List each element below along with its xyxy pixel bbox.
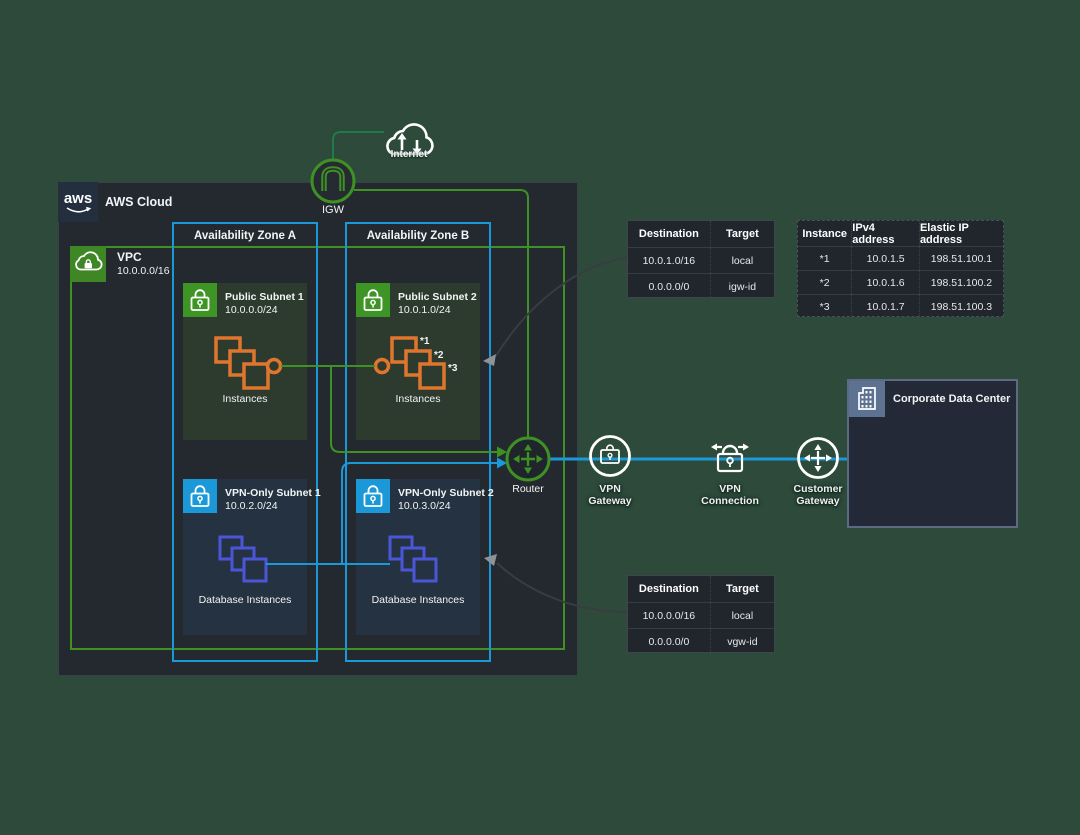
column-header: Target <box>709 221 774 247</box>
internet-label: Internet <box>390 149 428 160</box>
vpn-gateway-label: VPN Gateway <box>588 483 632 507</box>
table-cell: *2 <box>798 270 852 294</box>
vpn-connection-icon <box>706 434 754 482</box>
table-cell: 10.0.1.7 <box>851 294 919 318</box>
vpn-connection-label: VPN Connection <box>701 483 759 507</box>
table-cell: 198.51.100.2 <box>918 270 1003 294</box>
instances-icon <box>372 334 452 396</box>
vpn-only-subnet-2-cidr: 10.0.3.0/24 <box>398 500 451 512</box>
column-header: Elastic IP address <box>918 221 1003 246</box>
table-cell: 10.0.1.0/16 <box>628 247 710 273</box>
table-cell: igw-id <box>709 273 774 299</box>
column-header: Target <box>709 576 774 602</box>
vpc-icon <box>70 246 106 282</box>
router-label: Router <box>512 483 544 495</box>
table-cell: vgw-id <box>709 628 774 654</box>
table-cell: 10.0.0.0/16 <box>628 602 710 628</box>
instance-annotation-1: *1 <box>420 336 430 347</box>
instance-annotation-3: *3 <box>448 363 458 374</box>
table-cell: local <box>709 247 774 273</box>
building-icon <box>849 381 885 417</box>
column-header: Destination <box>638 228 699 240</box>
instance-annotation-2: *2 <box>434 350 444 361</box>
vpc-cidr: 10.0.0.0/16 <box>117 265 170 277</box>
database-instances-icon <box>385 532 445 590</box>
table-cell: *3 <box>798 294 852 318</box>
svg-text:aws: aws <box>64 190 92 207</box>
availability-zone-a-label: Availability Zone A <box>193 230 297 242</box>
elastic-ip-table: Instance IPv4 address Elastic IP address… <box>797 220 1004 318</box>
table-cell: 10.0.1.5 <box>851 246 919 270</box>
route-table-vgw: Destination Target 10.0.0.0/16 local 0.0… <box>627 575 775 654</box>
vpn-only-subnet-1-cidr: 10.0.2.0/24 <box>225 500 278 512</box>
instances-label: Instances <box>222 393 268 405</box>
public-subnet-1-lock-icon <box>183 283 217 317</box>
public-subnet-2-cidr: 10.0.1.0/24 <box>398 304 451 316</box>
vpn-only-subnet-2-lock-icon <box>356 479 390 513</box>
public-subnet-2-lock-icon <box>356 283 390 317</box>
instances-label: Instances <box>395 393 441 405</box>
corporate-data-center-title: Corporate Data Center <box>893 393 1011 405</box>
customer-gateway-label: Customer Gateway <box>793 483 843 507</box>
vpn-only-subnet-2-name: VPN-Only Subnet 2 <box>398 487 494 499</box>
aws-logo-icon: aws <box>58 182 98 222</box>
corporate-data-center-box: Corporate Data Center <box>847 379 1018 528</box>
table-cell: 198.51.100.1 <box>918 246 1003 270</box>
internet-cloud-icon <box>380 120 438 162</box>
public-subnet-1-cidr: 10.0.0.0/24 <box>225 304 278 316</box>
table-cell: 0.0.0.0/0 <box>628 273 710 299</box>
internet-gateway-icon <box>306 154 360 208</box>
availability-zone-b-label: Availability Zone B <box>366 230 470 242</box>
database-instances-icon <box>215 532 275 590</box>
column-header: Instance <box>802 227 847 240</box>
vpn-only-subnet-1-name: VPN-Only Subnet 1 <box>225 487 321 499</box>
table-cell: local <box>709 602 774 628</box>
database-instances-label: Database Instances <box>371 594 465 606</box>
customer-gateway-icon <box>796 436 840 480</box>
vpn-gateway-icon <box>588 434 632 478</box>
table-cell: 10.0.1.6 <box>851 270 919 294</box>
instances-icon <box>206 334 286 396</box>
table-cell: 0.0.0.0/0 <box>628 628 710 654</box>
public-subnet-1-name: Public Subnet 1 <box>225 291 304 303</box>
column-header: IPv4 address <box>851 221 919 246</box>
database-instances-label: Database Instances <box>198 594 292 606</box>
igw-label: IGW <box>322 204 344 216</box>
column-header: Destination <box>638 583 699 595</box>
table-cell: 198.51.100.3 <box>918 294 1003 318</box>
table-cell: *1 <box>798 246 852 270</box>
public-subnet-2-name: Public Subnet 2 <box>398 291 477 303</box>
aws-cloud-title: AWS Cloud <box>105 195 173 209</box>
route-table-igw: Destination Target 10.0.1.0/16 local 0.0… <box>627 220 775 299</box>
vpc-title: VPC <box>117 250 142 264</box>
router-icon <box>504 435 552 483</box>
availability-zone-a <box>172 222 318 662</box>
vpn-only-subnet-1-lock-icon <box>183 479 217 513</box>
